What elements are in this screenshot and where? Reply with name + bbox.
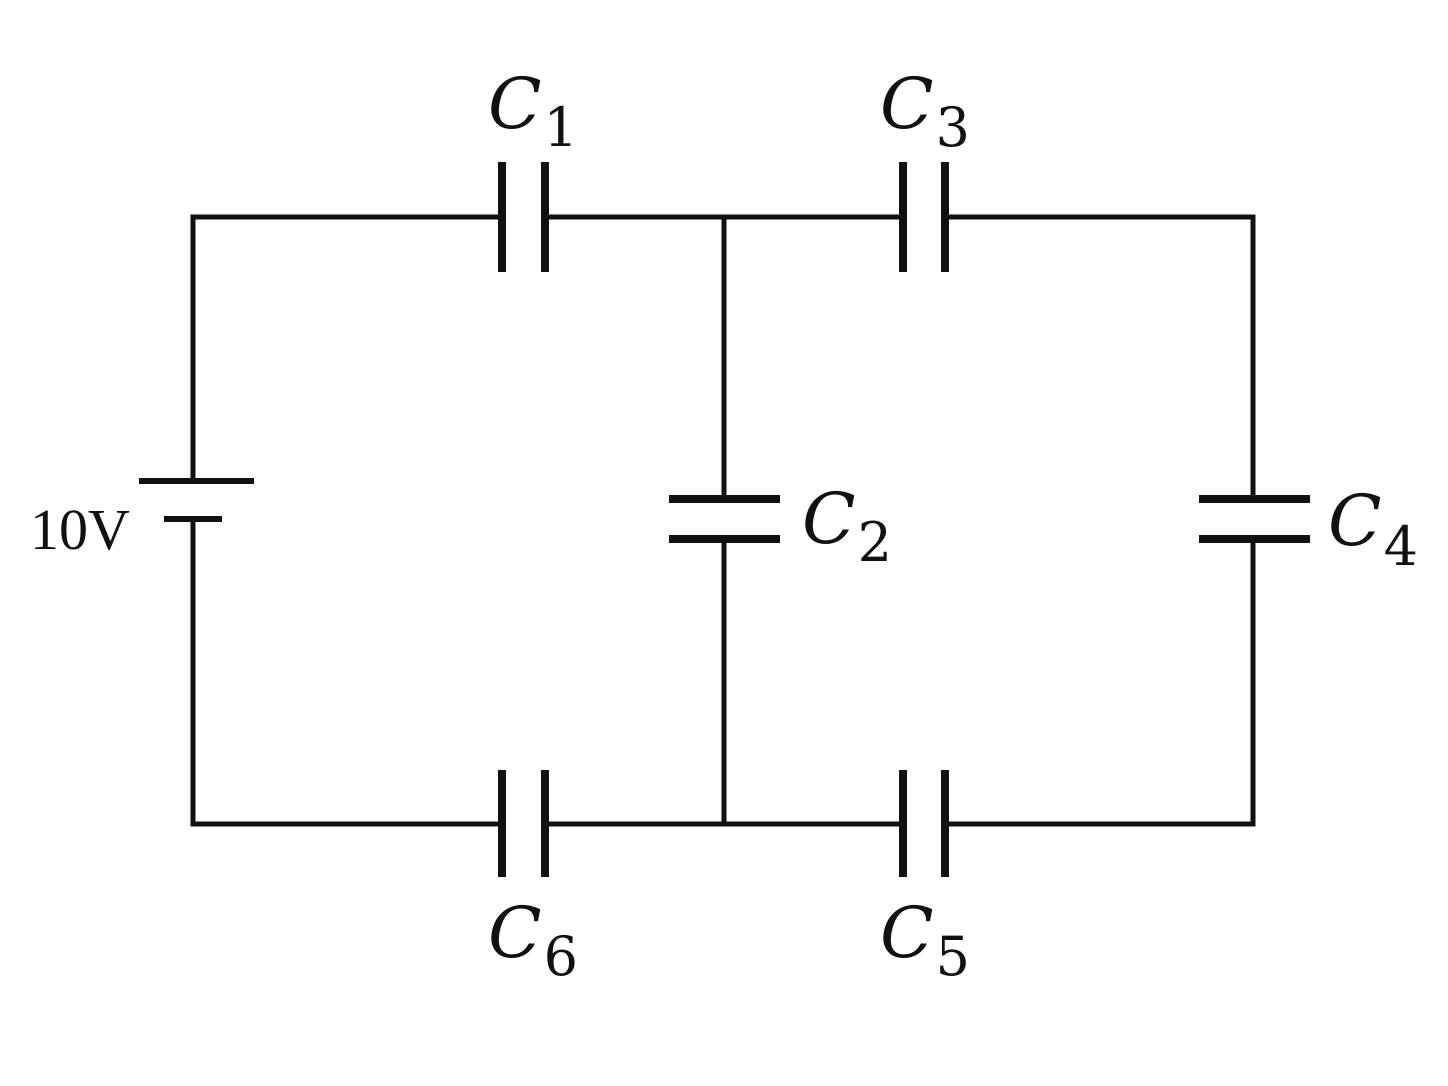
c4-label: C4 bbox=[1328, 480, 1418, 578]
c3-label-letter: C bbox=[880, 63, 934, 145]
capacitor-c2: C2 bbox=[669, 478, 892, 574]
c2-label-subscript: 2 bbox=[858, 511, 892, 574]
capacitor-c6: C6 bbox=[488, 770, 578, 988]
c5-label: C5 bbox=[880, 892, 970, 988]
capacitor-c5: C5 bbox=[880, 770, 970, 988]
battery-voltage-label: 10V bbox=[30, 497, 130, 562]
c3-label: C3 bbox=[880, 63, 970, 159]
c6-label-letter: C bbox=[488, 892, 542, 974]
c4-label-letter: C bbox=[1328, 480, 1382, 562]
capacitor-c4: C4 bbox=[1199, 480, 1418, 578]
c4-label-subscript: 4 bbox=[1384, 515, 1418, 578]
c1-label-letter: C bbox=[488, 63, 542, 145]
c6-label-subscript: 6 bbox=[544, 925, 578, 988]
c5-label-subscript: 5 bbox=[936, 925, 970, 988]
c1-label: C1 bbox=[488, 63, 578, 159]
capacitor-c3: C3 bbox=[880, 63, 970, 272]
c3-label-subscript: 3 bbox=[936, 96, 970, 159]
c2-label: C2 bbox=[802, 478, 892, 574]
wires bbox=[190, 214, 1256, 827]
c2-label-letter: C bbox=[802, 478, 856, 560]
c5-label-letter: C bbox=[880, 892, 934, 974]
battery: 10V bbox=[30, 478, 254, 562]
capacitor-c1: C1 bbox=[488, 63, 578, 272]
c1-label-subscript: 1 bbox=[544, 96, 578, 159]
c6-label: C6 bbox=[488, 892, 578, 988]
